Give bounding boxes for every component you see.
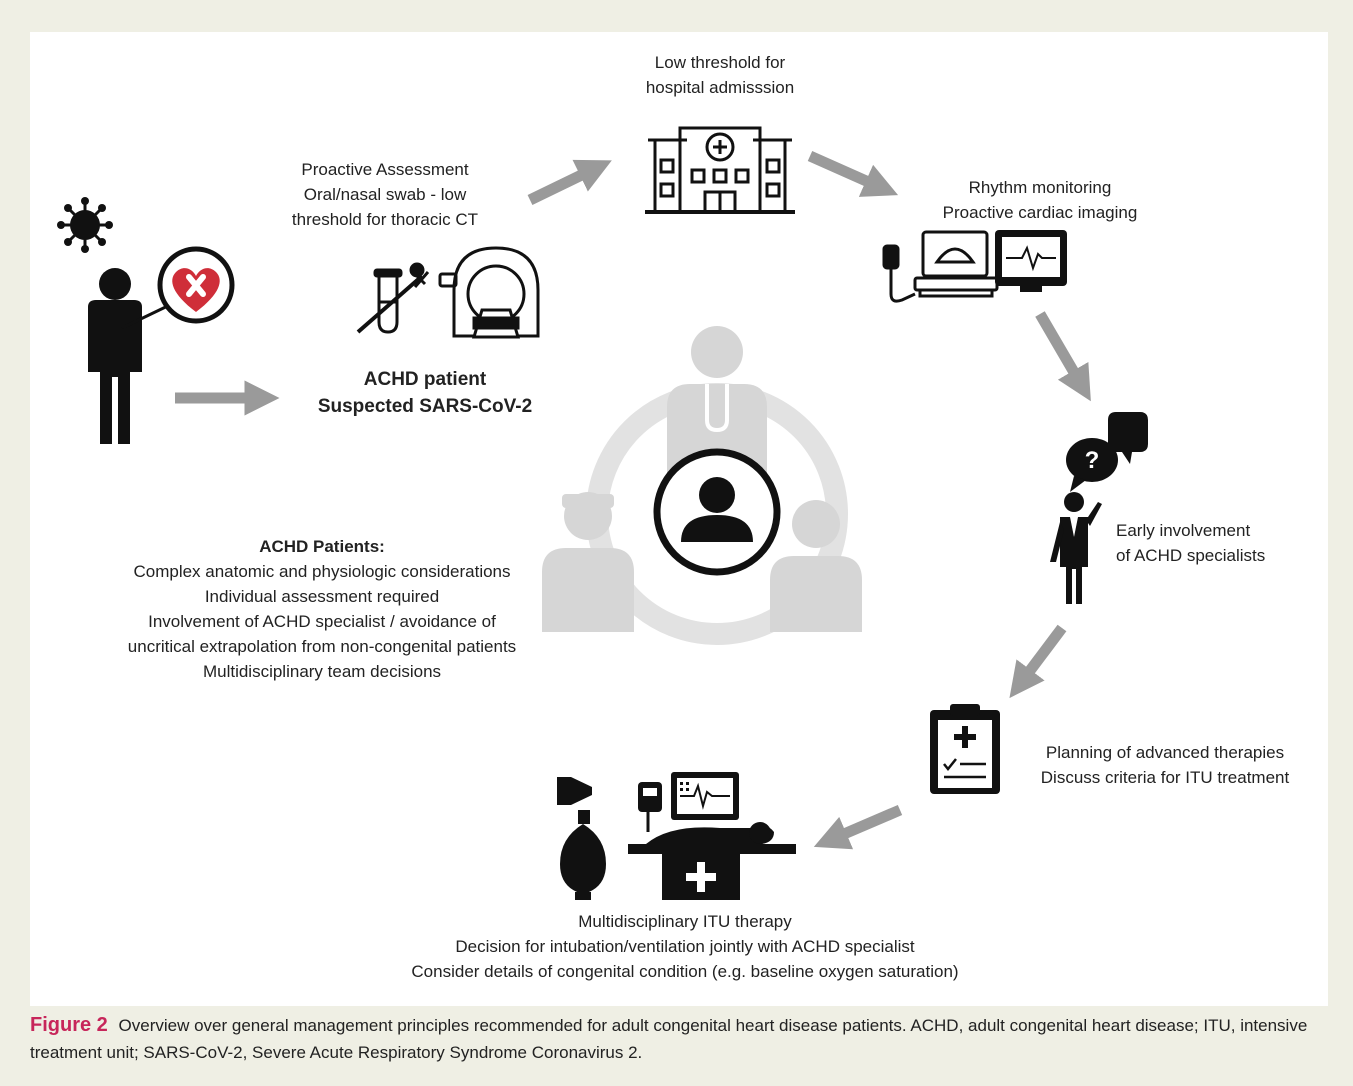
label-considerations: ACHD Patients: Complex anatomic and phys… (127, 537, 517, 681)
label-planning: Planning of advanced therapies Discuss c… (1040, 743, 1290, 787)
doctor-icon (1050, 492, 1102, 604)
flow-arrows (175, 150, 1091, 850)
ultrasound-machine-icon (882, 230, 999, 303)
arrow-monitoring-to-specialists (1035, 311, 1091, 402)
label-patient: ACHD patient Suspected SARS-CoV-2 (317, 369, 533, 417)
ecg-monitor-icon (995, 230, 1067, 292)
label-monitoring: Rhythm monitoring Proactive cardiac imag… (942, 178, 1138, 222)
diagram-graphics: ? (57, 126, 1148, 900)
test-tube-swab-icon (356, 262, 430, 334)
diagram-panel: ? (30, 32, 1328, 1006)
virus-icon (57, 197, 113, 253)
figure-label: Figure 2 (30, 1014, 108, 1036)
label-itu: Multidisciplinary ITU therapy Decision f… (411, 912, 959, 981)
label-admission: Low threshold for hospital admisssion (645, 53, 795, 97)
clipboard-icon (930, 704, 1000, 794)
icu-bed-icon (628, 772, 796, 900)
hospital-icon (645, 126, 795, 214)
label-assessment: Proactive Assessment Oral/nasal swab - l… (291, 160, 479, 229)
caption-text: Overview over general management princip… (30, 1016, 1308, 1062)
arrow-specialists-to-planning (1009, 624, 1067, 699)
magnifier-heart-icon (121, 246, 235, 330)
ct-scanner-icon (438, 246, 540, 339)
label-specialists: Early involvement of ACHD specialists (1116, 521, 1266, 565)
arrow-assessment-to-hospital (527, 159, 612, 205)
ventilation-bag-icon (557, 777, 606, 900)
arrow-planning-to-itu (813, 804, 903, 850)
speech-bubbles-icon: ? (1066, 412, 1148, 492)
svg-text:?: ? (1085, 447, 1100, 474)
care-team-icon (542, 326, 862, 645)
patient-figure-icon (88, 268, 142, 444)
arrow-hospital-to-monitoring (807, 150, 899, 197)
figure-caption: Figure 2 Overview over general managemen… (30, 1012, 1330, 1066)
